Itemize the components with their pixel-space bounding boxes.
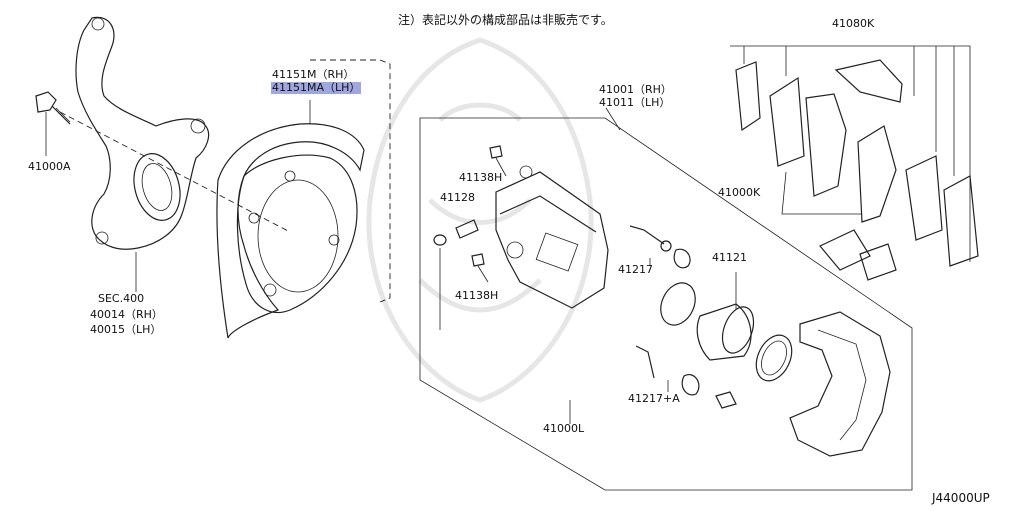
label-41217A: 41217+A bbox=[628, 392, 680, 405]
piston-drawing bbox=[660, 282, 793, 382]
label-40015-lh: 40015（LH） bbox=[90, 323, 162, 336]
bolt-41000A-drawing bbox=[35, 91, 71, 156]
label-41217: 41217 bbox=[618, 263, 653, 276]
label-40014-rh: 40014（RH） bbox=[90, 308, 163, 321]
label-41121: 41121 bbox=[712, 251, 747, 264]
label-41151MA-lh: 41151MA（LH） bbox=[271, 81, 362, 94]
label-41001-rh: 41001（RH） bbox=[599, 83, 672, 96]
non-sale-note: 注）表記以外の構成部品は非販売です。 bbox=[398, 13, 613, 27]
label-41080K: 41080K bbox=[832, 17, 875, 30]
axis-line bbox=[59, 111, 291, 233]
pad-kit-drawing bbox=[730, 45, 979, 281]
label-41011-lh: 41011（LH） bbox=[599, 96, 671, 109]
bracket-drawing bbox=[789, 311, 891, 457]
label-41128: 41128 bbox=[440, 191, 475, 204]
label-41138H-top: 41138H bbox=[459, 171, 503, 184]
label-41151M-rh: 41151M（RH） bbox=[272, 68, 355, 81]
label-sec400: SEC.400 bbox=[98, 292, 145, 305]
label-41138H-bottom: 41138H bbox=[455, 289, 499, 302]
splash-plate-drawing bbox=[216, 100, 365, 339]
watermark-emblem bbox=[366, 37, 594, 403]
diagram-code: J44000UP bbox=[932, 491, 990, 505]
knuckle-drawing bbox=[75, 16, 210, 250]
plate-boundary bbox=[310, 59, 391, 303]
caliper-housing-drawing bbox=[495, 165, 609, 309]
small-parts-drawing bbox=[433, 145, 737, 409]
label-41000K: 41000K bbox=[718, 186, 761, 199]
leader-lines bbox=[135, 107, 737, 424]
caliper-kit-frame bbox=[419, 117, 913, 491]
label-41000L: 41000L bbox=[543, 422, 585, 435]
label-41000A: 41000A bbox=[28, 160, 71, 173]
